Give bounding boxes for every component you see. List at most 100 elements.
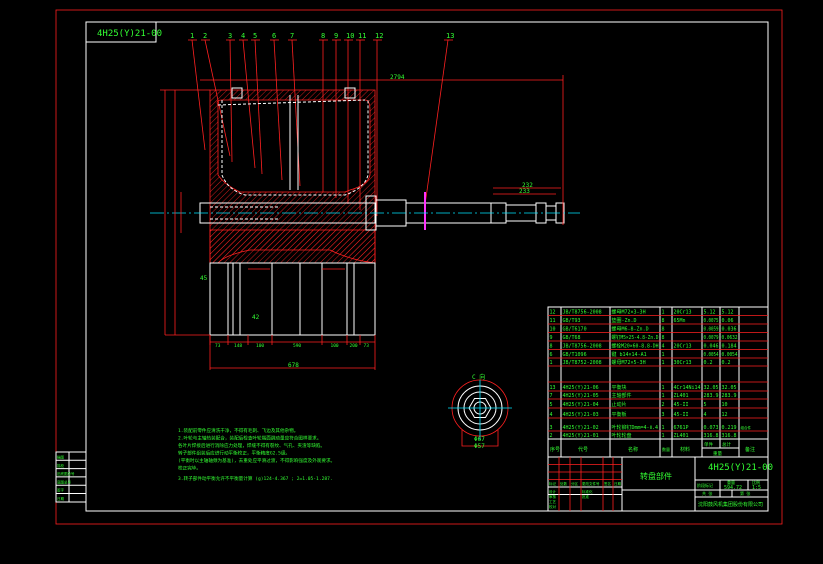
table-cell: 组合件 bbox=[741, 425, 752, 430]
header-remark: 备注 bbox=[745, 446, 755, 453]
header-single: 单件 bbox=[704, 441, 713, 448]
table-cell: 10 bbox=[722, 402, 728, 408]
table-cell: 止动片 bbox=[612, 401, 627, 408]
table-cell: 13 bbox=[550, 385, 556, 391]
balloon-3: 3 bbox=[226, 32, 235, 163]
note-line: 3.转子部件动平衡允许不平衡量计算 (g)124-4.367 ; 2=1.05-… bbox=[178, 475, 333, 482]
stage-mark-label: 阶段标记 bbox=[697, 482, 713, 488]
table-cell: 8 bbox=[662, 327, 665, 333]
dim-overall-length: 2794 bbox=[390, 74, 405, 81]
table-cell: 10 bbox=[550, 327, 556, 333]
title-block-title: 转盘部件 bbox=[640, 471, 672, 481]
header-name: 名称 bbox=[628, 446, 638, 453]
table-cell: 2 bbox=[662, 402, 665, 408]
table-cell: 3 bbox=[662, 412, 665, 418]
table-cell: 65Mn bbox=[674, 318, 686, 324]
table-cell: 0.0054 bbox=[704, 352, 719, 358]
note-line: 校正完毕。 bbox=[178, 465, 201, 472]
scale-label: 比例 bbox=[752, 479, 760, 485]
header-material: 材料 bbox=[680, 446, 690, 453]
table-cell: GB/T68 bbox=[563, 335, 581, 341]
table-cell: 叶轮铆钉Dmm=4-Ⅱ.4 bbox=[612, 424, 659, 431]
table-cell: 平衡块 bbox=[612, 384, 627, 391]
table-cell: 8 bbox=[550, 344, 553, 350]
table-cell: 1 bbox=[662, 310, 665, 316]
table-cell: 1 bbox=[662, 393, 665, 399]
table-cell: 0.184 bbox=[722, 344, 737, 350]
sheet-number: 第 张 bbox=[740, 490, 750, 496]
balloon-7: 7 bbox=[288, 32, 301, 187]
table-cell: 主轴部件 bbox=[612, 392, 632, 399]
section-dim-1: Φ67 bbox=[474, 436, 485, 443]
balloon-13: 13 bbox=[424, 32, 454, 206]
balloon-number: 12 bbox=[375, 32, 383, 40]
table-cell: 4 bbox=[704, 412, 707, 418]
table-cell: 11 bbox=[550, 318, 556, 324]
header-code: 代号 bbox=[578, 446, 588, 453]
table-cell: GB/T6170 bbox=[563, 327, 587, 333]
signature-grid: 标记处数分区更改文件号签名日期设计标准化审核批准工艺校对 bbox=[548, 457, 622, 511]
header-no: 序号 bbox=[550, 446, 560, 453]
balloon-number: 9 bbox=[334, 32, 338, 40]
table-cell: 螺母M72×3-3H bbox=[612, 309, 646, 316]
table-cell: JB/T8752-2008 bbox=[563, 360, 602, 366]
table-cell: 0.0054 bbox=[722, 352, 738, 358]
table-cell: 7 bbox=[550, 393, 553, 399]
balloon-number: 1 bbox=[190, 32, 194, 40]
table-cell: 32.05 bbox=[722, 385, 737, 391]
left-strip-label: 旧底图总号 bbox=[57, 471, 75, 476]
corner-code-box bbox=[85, 21, 157, 43]
table-cell: 0.0079 bbox=[704, 335, 719, 341]
dim-chain-value: 73 bbox=[364, 343, 370, 349]
table-cell: 1 bbox=[662, 433, 665, 439]
table-cell: 平衡板 bbox=[612, 411, 627, 418]
table-cell: 4H25(Y)21-01 bbox=[563, 433, 599, 439]
inner-frame bbox=[85, 21, 769, 512]
dim-chain-value: 590 bbox=[293, 343, 301, 349]
table-cell: 20Cr13 bbox=[674, 344, 692, 350]
table-cell: 3 bbox=[550, 425, 553, 431]
table-cell: 45-II bbox=[674, 402, 689, 408]
sig-header: 日期 bbox=[614, 481, 622, 486]
balloon-number: 10 bbox=[346, 32, 354, 40]
table-cell: 4 bbox=[550, 412, 553, 418]
table-cell: 6761P bbox=[674, 425, 689, 431]
table-cell: 32.05 bbox=[704, 385, 719, 391]
weight-label: 重量 bbox=[727, 479, 735, 485]
table-cell: 4H25(Y)21-04 bbox=[563, 402, 599, 408]
table-cell: 9 bbox=[550, 335, 553, 341]
header-weight: 重量 bbox=[713, 450, 722, 457]
sig-label: 审核 bbox=[549, 494, 557, 499]
dim-shaft-end-1: 232 bbox=[522, 182, 533, 189]
left-strip-label: 签字 bbox=[57, 488, 64, 493]
dim-shaft-end-2: 233 bbox=[519, 188, 530, 195]
dim-chain-value: 200 bbox=[350, 343, 358, 349]
table-cell: 1 bbox=[662, 352, 665, 358]
table-cell: 4H25(Y)21-06 bbox=[563, 385, 599, 391]
balloon-number: 4 bbox=[241, 32, 245, 40]
table-cell: 283.9 bbox=[704, 393, 719, 399]
table-cell: 0.219 bbox=[722, 425, 737, 431]
table-cell: 5 bbox=[704, 402, 707, 408]
table-cell: JB/T8756-2008 bbox=[563, 344, 602, 350]
balloon-8: 8 bbox=[319, 32, 328, 192]
sig-header: 签名 bbox=[604, 481, 611, 486]
scale-value: 1:5 bbox=[752, 485, 761, 491]
table-cell: 8 bbox=[662, 335, 665, 341]
dim-body-width: 678 bbox=[288, 362, 299, 369]
balloon-number: 6 bbox=[272, 32, 276, 40]
left-strip-label: 日期 bbox=[57, 496, 64, 501]
table-cell: 0.2 bbox=[722, 360, 731, 366]
title-block: 转盘部件 4H25(Y)21-00 阶段标记 重量 比例 594.72 1:5 … bbox=[547, 456, 773, 512]
table-cell: 1 bbox=[662, 360, 665, 366]
sig-header: 处数 bbox=[560, 481, 568, 486]
section-dim-2: Φ57 bbox=[474, 443, 485, 450]
table-cell: 1 bbox=[550, 360, 553, 366]
